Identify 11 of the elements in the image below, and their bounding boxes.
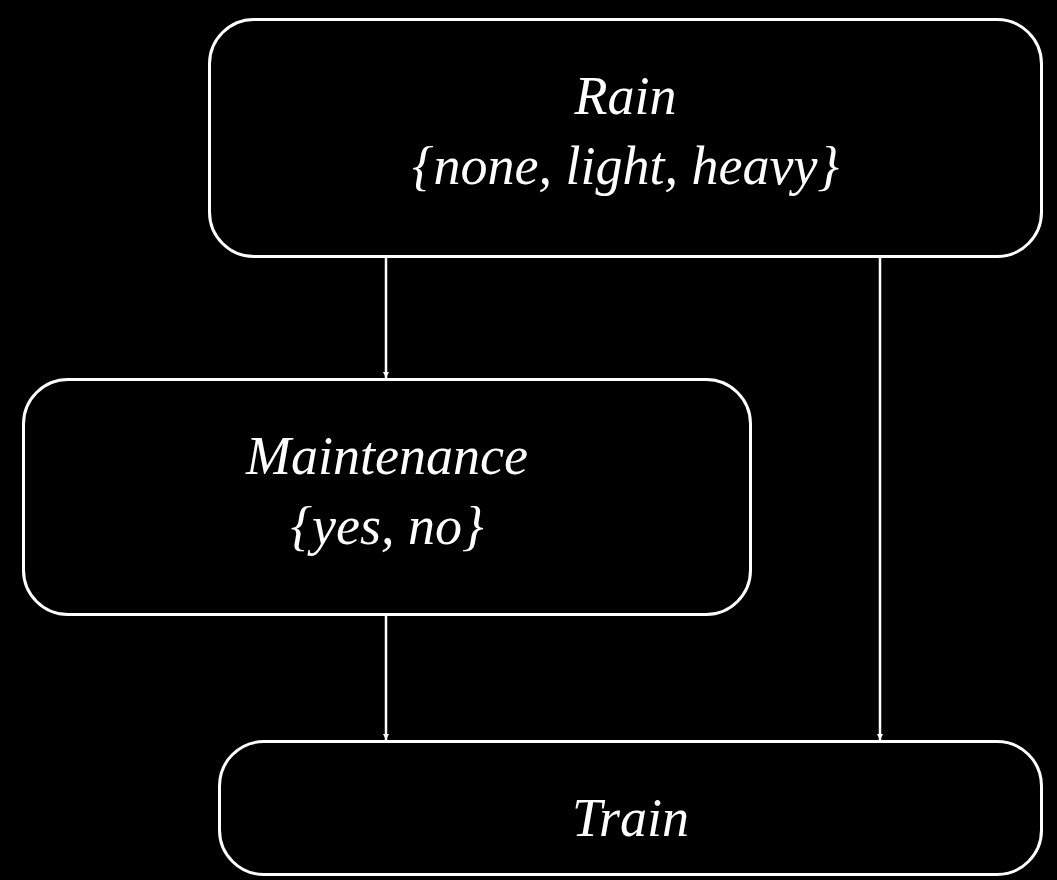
arrow [877, 258, 883, 740]
arrow [383, 616, 389, 740]
arrow [383, 258, 389, 378]
variable-states: {none, light, heavy} [411, 135, 840, 198]
variable-box [218, 740, 1043, 876]
variable-box [208, 18, 1043, 258]
variable-box [22, 378, 752, 616]
variable-name: Maintenance [246, 425, 528, 488]
variable-name: Rain [574, 65, 677, 128]
variable-states: {yes, no} [290, 495, 484, 558]
variable-name: Train [571, 787, 690, 850]
